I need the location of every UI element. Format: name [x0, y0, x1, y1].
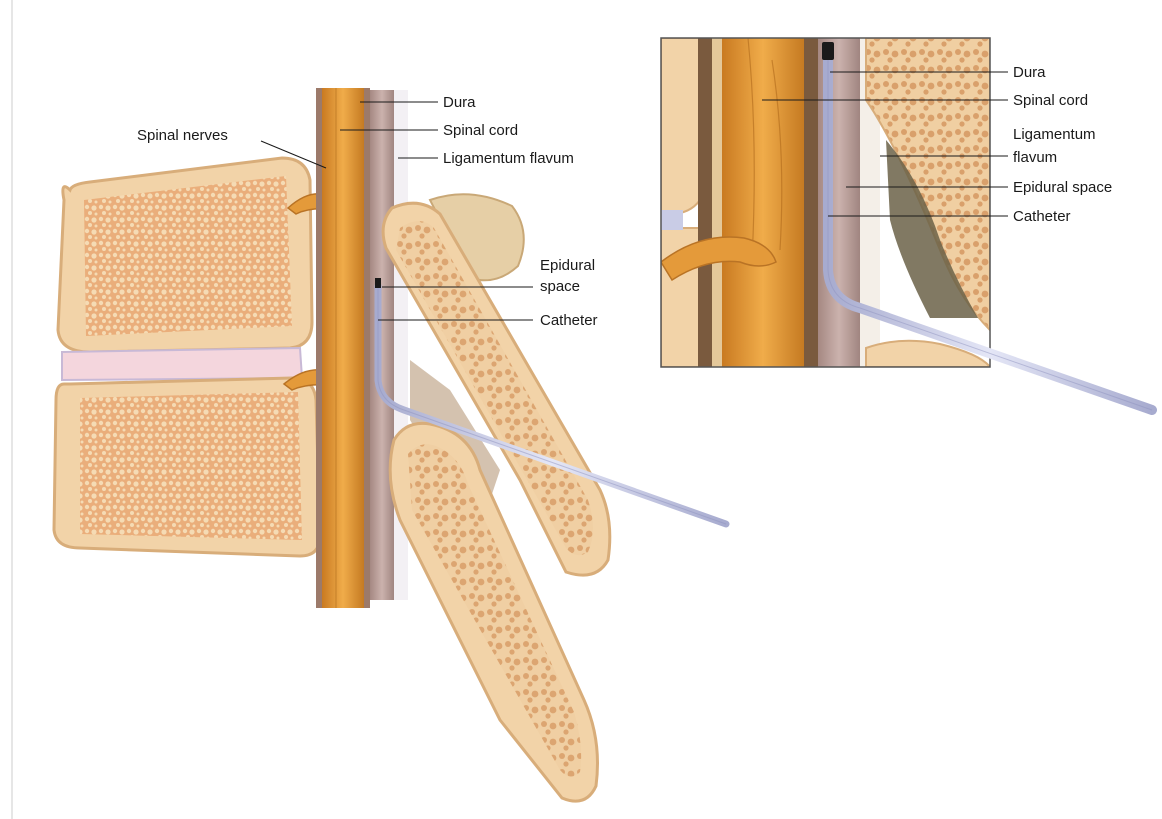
inset-catheter-tip — [822, 42, 834, 60]
label-catheter: Catheter — [540, 312, 598, 329]
main-view: Spinal nerves Dura Spinal cord Ligamentu… — [54, 88, 726, 801]
inset-left-bone — [661, 38, 700, 214]
inset-dura — [804, 38, 818, 367]
ligamentum-flavum-main — [370, 90, 394, 600]
label-dura: Dura — [443, 94, 476, 111]
inset-label-epidural-space: Epidural space — [1013, 179, 1112, 196]
inset-spinal-cord — [722, 38, 804, 367]
spinal-cord-main — [322, 88, 364, 608]
catheter-tip-main — [375, 278, 381, 288]
label-ligamentum-flavum: Ligamentum flavum — [443, 150, 574, 167]
inset-label-ligamentum-flavum-line2: flavum — [1013, 149, 1057, 166]
inset-view: Dura Spinal cord Ligamentum flavum Epidu… — [661, 38, 1152, 410]
inset-label-catheter: Catheter — [1013, 208, 1071, 225]
label-epidural-space-line1: Epidural — [540, 257, 595, 274]
label-epidural-space-line2: space — [540, 278, 580, 295]
upper-vertebral-body — [58, 158, 312, 352]
lower-vertebral-body — [54, 378, 320, 556]
intervertebral-disc — [62, 348, 302, 380]
label-spinal-cord: Spinal cord — [443, 122, 518, 139]
inset-label-ligamentum-flavum-line1: Ligamentum — [1013, 126, 1096, 143]
inset-label-dura: Dura — [1013, 64, 1046, 81]
inset-label-spinal-cord: Spinal cord — [1013, 92, 1088, 109]
label-spinal-nerves: Spinal nerves — [137, 127, 228, 144]
